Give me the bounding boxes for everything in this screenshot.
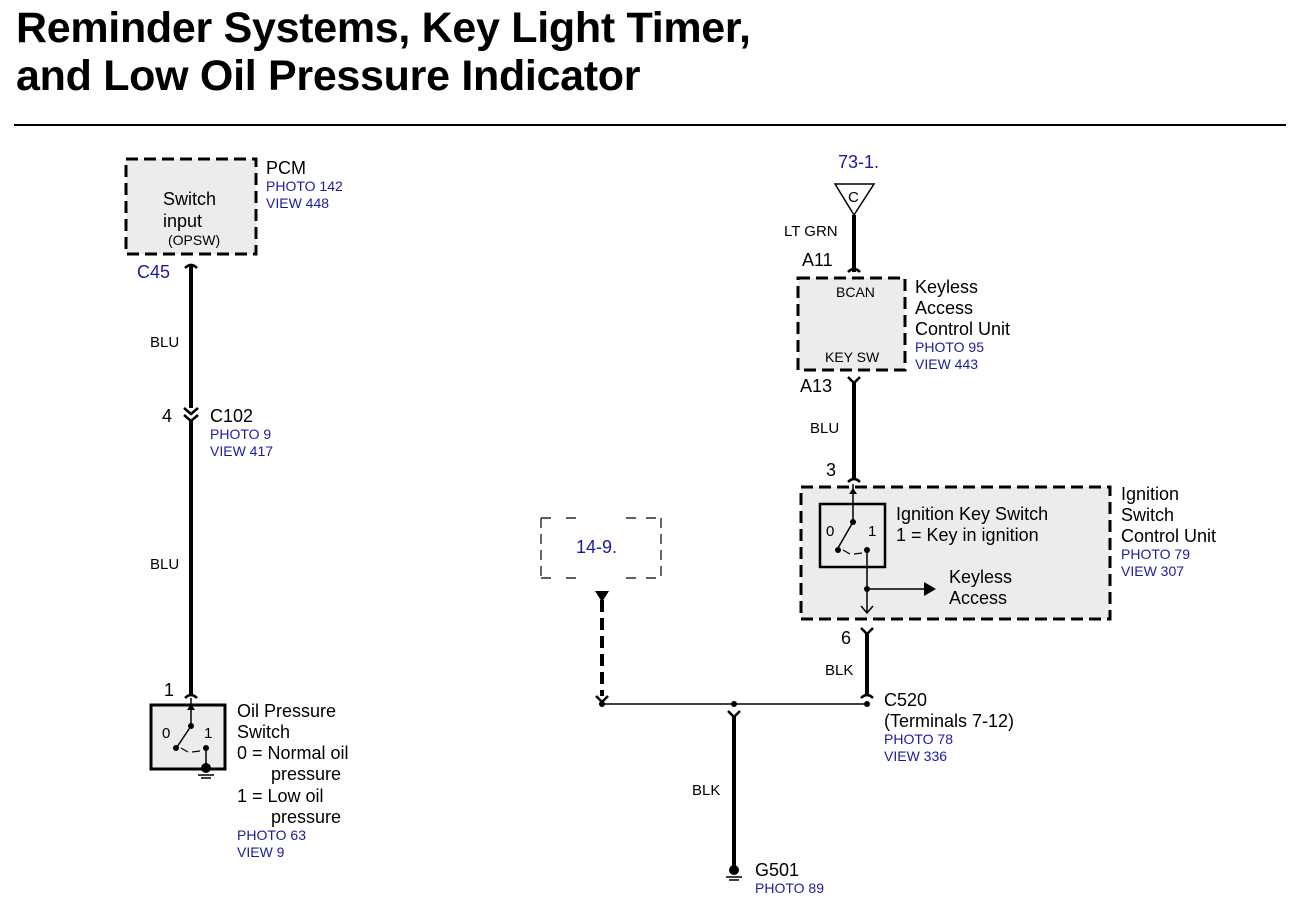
title-divider <box>14 124 1286 126</box>
keyless-name-line3: Control Unit <box>915 319 1010 339</box>
keyless-box <box>796 276 907 372</box>
pin3-connector-mark <box>847 477 861 483</box>
oil-switch-state0-line1: 0 = Normal oil <box>237 743 349 763</box>
pcm-connector-c45: C45 <box>137 262 170 282</box>
c520-view: VIEW 336 <box>884 748 947 764</box>
ignition-pin-bottom: 6 <box>841 628 851 648</box>
ignition-switch-line2: 1 = Key in ignition <box>896 525 1039 545</box>
keyless-pin-top: A11 <box>802 250 833 270</box>
ref-14-arrow <box>595 591 609 602</box>
keyless-view: VIEW 443 <box>915 356 978 372</box>
ref-73-letter: C <box>848 189 859 206</box>
c102-connector: 4 C102 PHOTO 9 VIEW 417 <box>162 406 273 459</box>
ref-73-1: 73-1. C <box>833 152 879 217</box>
keyless-inner-bottom: KEY SW <box>825 349 880 365</box>
keyless-inner-top: BCAN <box>836 284 875 300</box>
ref-14-label: 14-9. <box>576 537 617 557</box>
ignition-pin-top: 3 <box>826 460 836 480</box>
ref-14-9: 14-9. <box>540 517 662 602</box>
splice-point-right <box>864 701 870 707</box>
pcm-component: Switch input (OPSW) PCM PHOTO 142 VIEW 4… <box>124 157 343 282</box>
oil-switch-state1-line1: 1 = Low oil <box>237 786 324 806</box>
pcm-inner-line2: input <box>163 211 202 231</box>
oil-switch-box <box>149 703 227 771</box>
ref-73-triangle <box>833 183 876 217</box>
page-title: Reminder Systems, Key Light Timer, and L… <box>16 4 751 100</box>
c102-pin: 4 <box>162 406 172 426</box>
g501-photo: PHOTO 89 <box>755 880 824 896</box>
splice-point-center <box>731 701 737 707</box>
oil-switch-connector-mark <box>184 693 198 699</box>
pcm-view: VIEW 448 <box>266 195 329 211</box>
pcm-photo: PHOTO 142 <box>266 178 343 194</box>
wire-blu-right-color: BLU <box>810 420 839 437</box>
ignition-name-line3: Control Unit <box>1121 526 1216 546</box>
c520-photo: PHOTO 78 <box>884 731 953 747</box>
ground-icon <box>729 865 739 875</box>
a11-connector-mark <box>847 267 861 273</box>
pcm-box <box>124 157 258 256</box>
c520-name: C520 <box>884 690 927 710</box>
wire-pcm-upper-color: BLU <box>150 334 179 351</box>
ignition-view: VIEW 307 <box>1121 563 1184 579</box>
oil-pressure-switch: 0 1 Oil Pressure Switch 0 = Normal oil p… <box>149 698 349 860</box>
c102-view: VIEW 417 <box>210 443 273 459</box>
oil-switch-name-line1: Oil Pressure <box>237 701 336 721</box>
oil-switch-view: VIEW 9 <box>237 844 285 860</box>
title-line-2: and Low Oil Pressure Indicator <box>16 52 641 100</box>
ignition-name-line1: Ignition <box>1121 484 1179 504</box>
g501-ground: G501 PHOTO 89 <box>726 860 824 896</box>
oil-switch-case-ground <box>201 763 211 773</box>
wire-ltgrn-color: LT GRN <box>784 223 838 240</box>
ignition-name-line2: Switch <box>1121 505 1174 525</box>
ignition-switch-control-unit: 0 1 Ignition Key Switch 1 = Key in ignit… <box>799 484 1216 621</box>
keyless-pin-bottom: A13 <box>800 376 832 396</box>
oil-switch-pin: 1 <box>164 680 174 700</box>
c102-photo: PHOTO 9 <box>210 426 271 442</box>
ref-73-label: 73-1. <box>838 152 879 172</box>
wire-blk-ground-color: BLK <box>692 782 720 799</box>
ignition-keyless-line2: Access <box>949 588 1007 608</box>
splice-point-left <box>599 701 605 707</box>
title-line-1: Reminder Systems, Key Light Timer, <box>16 4 751 52</box>
ignition-pos1: 1 <box>868 523 876 540</box>
keyless-name-line1: Keyless <box>915 277 978 297</box>
ignition-keyless-line1: Keyless <box>949 567 1012 587</box>
oil-switch-pos1: 1 <box>204 725 212 742</box>
g501-name: G501 <box>755 860 799 880</box>
ignition-photo: PHOTO 79 <box>1121 546 1190 562</box>
pcm-inner-line3: (OPSW) <box>168 232 220 248</box>
oil-switch-name-line2: Switch <box>237 722 290 742</box>
wire-pcm-lower-color: BLU <box>150 556 179 573</box>
c520-connector-mark <box>860 693 874 699</box>
oil-switch-pos0: 0 <box>162 725 170 742</box>
pcm-name: PCM <box>266 158 306 178</box>
keyless-photo: PHOTO 95 <box>915 339 984 355</box>
oil-switch-state0-line2: pressure <box>271 764 341 784</box>
c520-terminals: (Terminals 7-12) <box>884 711 1014 731</box>
keyless-name-line2: Access <box>915 298 973 318</box>
oil-switch-photo: PHOTO 63 <box>237 827 306 843</box>
ignition-switch-line1: Ignition Key Switch <box>896 504 1048 524</box>
oil-switch-state1-line2: pressure <box>271 807 341 827</box>
ignition-pos0: 0 <box>826 523 834 540</box>
keyless-access-arrow <box>924 582 936 596</box>
wire-blk-right-color: BLK <box>825 662 853 679</box>
c520-connector: C520 (Terminals 7-12) PHOTO 78 VIEW 336 <box>884 690 1014 764</box>
c102-name: C102 <box>210 406 253 426</box>
pcm-inner-line1: Switch <box>163 189 216 209</box>
keyless-access-control-unit: BCAN KEY SW Keyless Access Control Unit … <box>796 276 1010 372</box>
